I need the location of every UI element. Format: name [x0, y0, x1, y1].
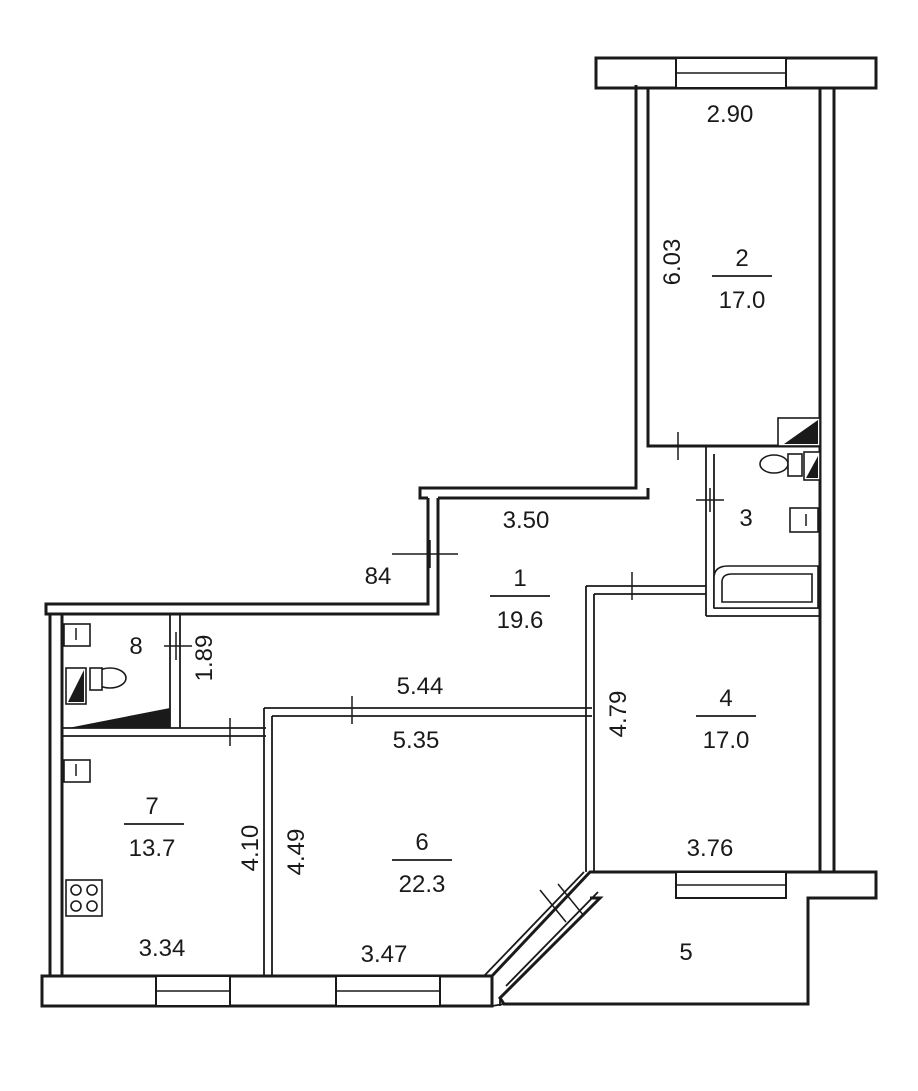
wall-balcony-diag: [483, 871, 599, 987]
balcony-door-tick-1: [539, 889, 567, 923]
room-7-id: 7: [145, 793, 158, 820]
shaft2-fill-icon: [806, 456, 818, 478]
shaft-room8-fill-icon: [68, 670, 84, 702]
dim-room1-width: 3.50: [503, 507, 550, 534]
wall-room2-left-inner: [646, 88, 820, 448]
bathtub-inner-icon: [721, 573, 813, 603]
shaft-fill-icon: [784, 420, 818, 444]
dim-room1-step: 84: [365, 563, 392, 590]
fixtures: [63, 417, 821, 917]
room-6-id: 6: [415, 829, 428, 856]
wall-room4-top: [586, 585, 706, 595]
sink-icon: [789, 507, 819, 533]
toilet-room8-tank-icon: [89, 667, 103, 691]
dim-room6-length: 4.49: [283, 829, 310, 876]
room-1-area: 19.6: [497, 607, 544, 634]
stove-burner-3: [70, 900, 82, 912]
room-labels: 1 2 17.0 1 19.6 3 4 17.0 5 6 22.3 7 13.7…: [124, 245, 772, 966]
wall-room3-left: [705, 446, 715, 616]
room-6-area: 22.3: [399, 871, 446, 898]
wall-room3-bottom: [706, 607, 820, 617]
balcony-door-tick-2: [557, 883, 585, 917]
room-5-id: 5: [679, 939, 692, 966]
dim-room6-top-outer: 5.44: [397, 673, 444, 700]
room-2-area: 17.0: [719, 287, 766, 314]
wall-room2-left: [418, 85, 638, 500]
shaft-room8-wedge-icon: [68, 708, 170, 728]
dim-room2-length: 6.03: [659, 239, 686, 286]
dim-room7-width: 3.34: [139, 935, 186, 962]
dimension-labels: 2.90 6.03 3.50 84 1.89 5.44 5.35 4.79 3.…: [139, 101, 754, 968]
room-4-id: 4: [719, 685, 732, 712]
room-3-id: 3: [739, 505, 752, 532]
room-1-id: 1: [513, 565, 526, 592]
wall-room6-top: [264, 707, 592, 717]
room-7-area: 13.7: [129, 835, 176, 862]
dim-room8-length: 1.89: [191, 635, 218, 682]
sink-room8-icon: [63, 623, 91, 647]
dim-room4-width: 3.76: [687, 835, 734, 862]
stove-burner-1: [70, 884, 82, 896]
dim-room6-width: 3.47: [361, 941, 408, 968]
room-2-id: 2: [735, 245, 748, 272]
stove-burner-4: [86, 900, 98, 912]
room-4-area: 17.0: [703, 727, 750, 754]
room-8-id: 8: [129, 633, 142, 660]
sink-room7-icon: [63, 759, 91, 783]
windows: [155, 57, 787, 1007]
stove-icon: [65, 879, 103, 917]
toilet-icon: [759, 454, 789, 474]
wall-room8-bottom: [62, 727, 266, 737]
wall-room1-step-b: [438, 488, 650, 500]
dim-room7-length: 4.10: [237, 825, 264, 872]
stove-burner-2: [86, 884, 98, 896]
dim-room6-top-inner: 5.35: [393, 727, 440, 754]
dim-room4-length: 4.79: [605, 691, 632, 738]
door-ticks: [164, 432, 724, 746]
wall-room6-left: [263, 708, 273, 976]
wall-room6-right: [585, 586, 595, 872]
wall-room8-right: [169, 614, 181, 728]
wall-balcony-inner: [491, 998, 505, 1007]
toilet-tank-icon: [787, 453, 803, 477]
wall-room1-step: [44, 498, 440, 616]
dim-room2-width: 2.90: [707, 101, 754, 128]
walls: [40, 56, 878, 1008]
